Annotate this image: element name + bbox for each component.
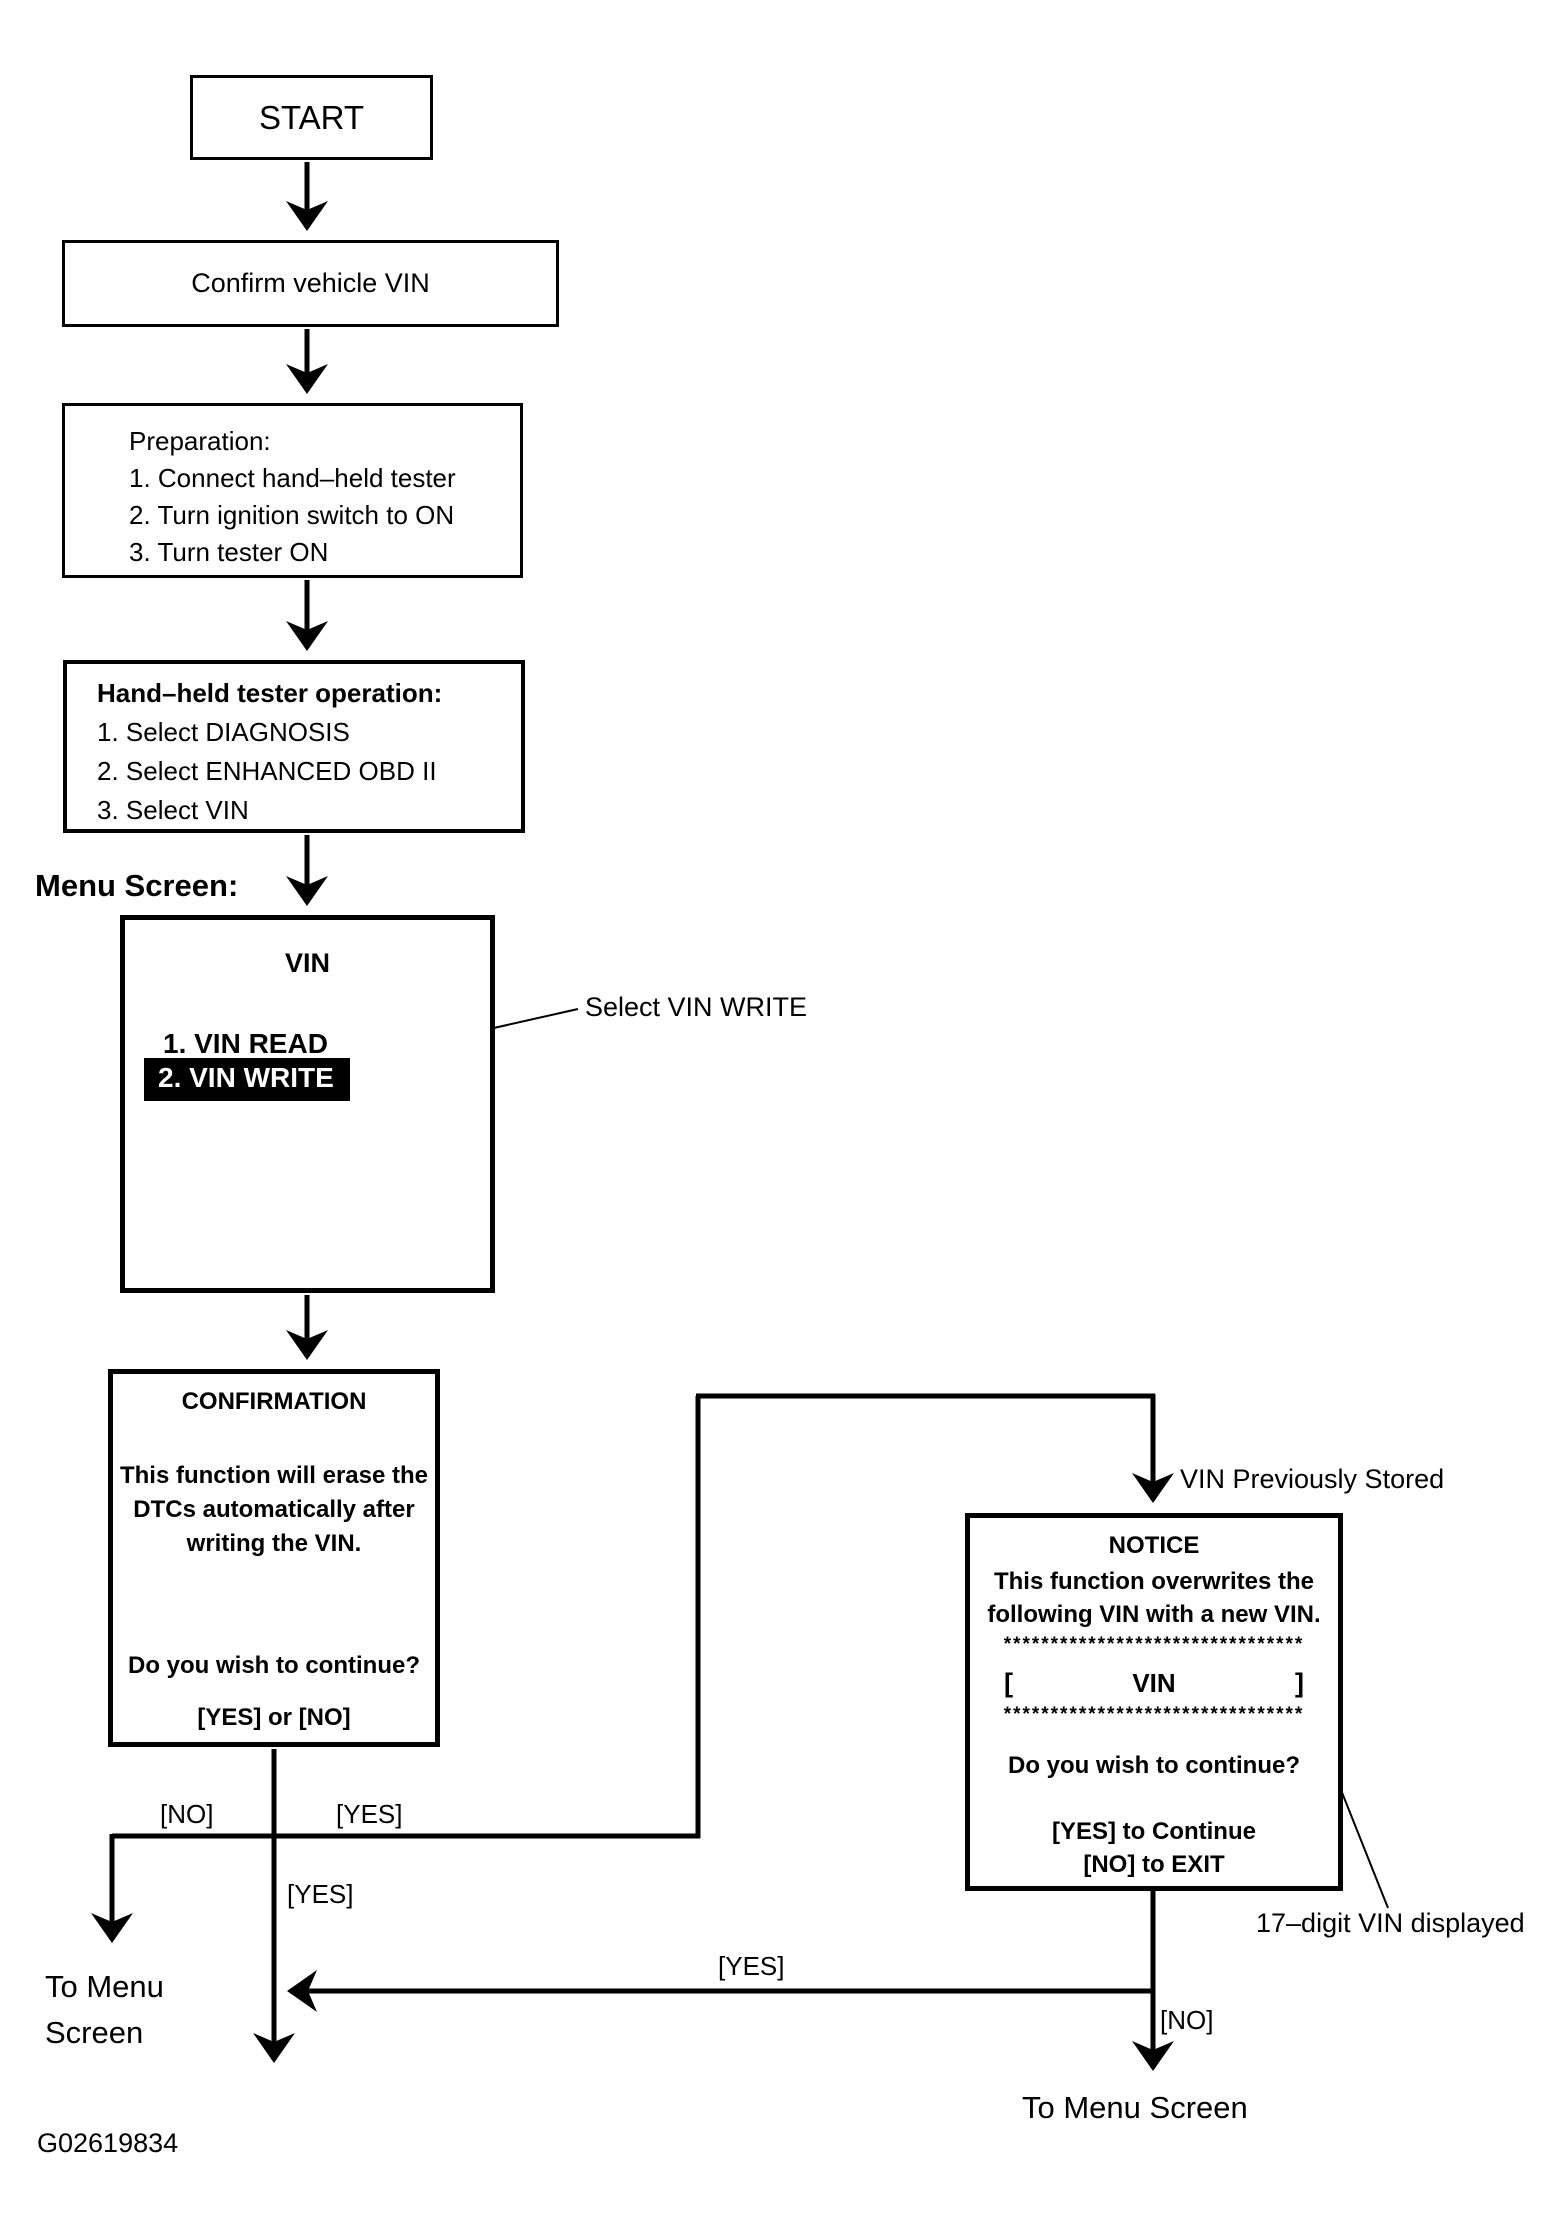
notice-option-no: [NO] to EXIT — [1083, 1851, 1225, 1878]
preparation-title: Preparation: — [129, 426, 271, 456]
confirm-vin-node: Confirm vehicle VIN — [62, 240, 559, 327]
confirmation-body-line: DTCs automatically after — [133, 1496, 415, 1523]
tester-operation-step: 2. Select ENHANCED OBD II — [97, 756, 437, 786]
notice-vin-field-row: [ VIN ] — [970, 1668, 1338, 1699]
vin-menu-node: VIN 1. VIN READ 2. VIN WRITE — [120, 915, 495, 1293]
vin-menu-item-write: 2. VIN WRITE — [144, 1058, 350, 1101]
vin-previously-stored-callout: VIN Previously Stored — [1180, 1464, 1445, 1494]
confirmation-options: [YES] or [NO] — [197, 1704, 351, 1731]
preparation-node: Preparation: 1. Connect hand–held tester… — [62, 403, 523, 578]
notice-asterisk-row: ******************************** — [1003, 1704, 1305, 1725]
preparation-step: 2. Turn ignition switch to ON — [129, 500, 455, 530]
to-menu-screen-left-line2: Screen — [45, 2015, 144, 2050]
confirm-vin-label: Confirm vehicle VIN — [191, 268, 430, 298]
vin-menu-item-read: 1. VIN READ — [163, 1028, 328, 1059]
tester-operation-title: Hand–held tester operation: — [97, 678, 443, 708]
confirmation-body-line: writing the VIN. — [186, 1530, 362, 1557]
confirmation-body-line: This function will erase the — [119, 1462, 429, 1489]
edge-label-yes-right: [YES] — [336, 1799, 403, 1829]
tester-operation-step: 1. Select DIAGNOSIS — [97, 717, 350, 747]
notice-asterisk-row: ******************************** — [1003, 1634, 1305, 1655]
preparation-step: 3. Turn tester ON — [129, 537, 329, 567]
tester-operation-node: Hand–held tester operation: 1. Select DI… — [63, 660, 525, 833]
vin-menu-item-write-label: 2. VIN WRITE — [144, 1058, 350, 1101]
menu-screen-section-label: Menu Screen: — [35, 868, 239, 903]
notice-body-line: This function overwrites the — [993, 1568, 1315, 1595]
select-vin-write-callout: Select VIN WRITE — [585, 992, 808, 1022]
notice-vin-open-bracket: [ — [1004, 1668, 1013, 1698]
tester-operation-step: 3. Select VIN — [97, 795, 249, 825]
edge-label-yes-center: [YES] — [287, 1879, 354, 1909]
edge-label-yes-return: [YES] — [718, 1951, 785, 1981]
confirmation-title: CONFIRMATION — [181, 1388, 367, 1415]
start-node: START — [190, 75, 433, 160]
figure-id: G02619834 — [37, 2128, 179, 2158]
edge-label-no-left: [NO] — [160, 1799, 214, 1829]
notice-node: NOTICE This function overwrites the foll… — [965, 1513, 1343, 1891]
start-label: START — [258, 98, 365, 136]
notice-title: NOTICE — [1108, 1532, 1200, 1559]
preparation-step: 1. Connect hand–held tester — [129, 463, 456, 493]
to-menu-screen-left-line1: To Menu — [45, 1969, 164, 2004]
edge-label-no-bottom: [NO] — [1160, 2005, 1214, 2035]
notice-option-yes: [YES] to Continue — [1052, 1818, 1256, 1845]
confirmation-question: Do you wish to continue? — [128, 1652, 420, 1679]
digit-vin-displayed-callout: 17–digit VIN displayed — [1256, 1908, 1525, 1938]
to-menu-screen-left: To Menu Screen — [45, 1964, 164, 2056]
notice-vin-field: VIN — [1132, 1668, 1176, 1698]
vin-menu-title: VIN — [284, 948, 330, 978]
notice-body-line: following VIN with a new VIN. — [987, 1601, 1321, 1628]
to-menu-screen-right: To Menu Screen — [1022, 2090, 1248, 2125]
notice-vin-close-bracket: ] — [1295, 1668, 1304, 1698]
confirmation-node: CONFIRMATION This function will erase th… — [108, 1369, 440, 1747]
notice-question: Do you wish to continue? — [1008, 1752, 1300, 1779]
